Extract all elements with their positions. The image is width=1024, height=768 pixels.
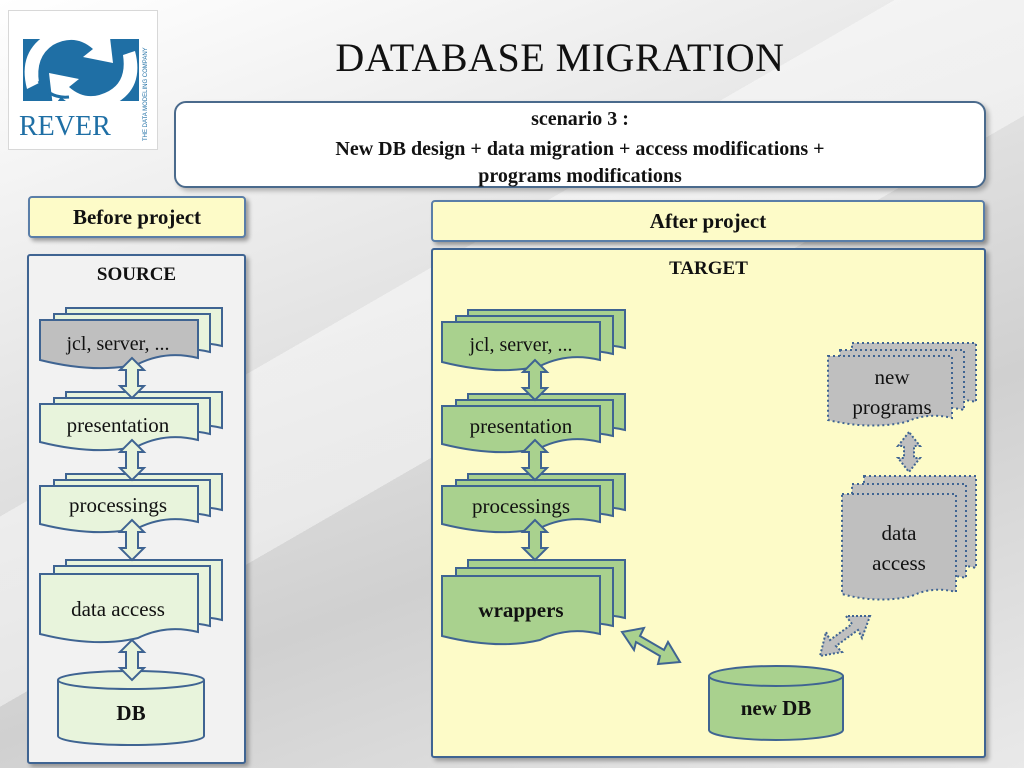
- access-db-arrow: [818, 615, 872, 658]
- scenario-line-2: New DB design + data migration + access …: [335, 138, 825, 160]
- source-doc-processings: processings: [39, 473, 223, 534]
- before-project-header: Before project: [28, 196, 246, 238]
- target-doc-presentation: presentation: [441, 393, 626, 454]
- logo-brand-text: REVER: [19, 111, 111, 142]
- new-data-access-doc: data access: [841, 475, 977, 601]
- source-layer-3-label: processings: [69, 493, 167, 517]
- source-label: SOURCE: [96, 264, 177, 285]
- page-title: DATABASE MIGRATION: [335, 35, 785, 80]
- source-db-cylinder: DB: [57, 670, 205, 746]
- target-arrows: [522, 359, 548, 561]
- new-programs-label-2: programs: [852, 395, 931, 419]
- target-doc-wrappers: wrappers: [441, 559, 626, 646]
- new-programs-doc: new programs: [827, 342, 977, 427]
- target-doc-processings: processings: [441, 473, 626, 534]
- scenario-line-3: programs modifications: [478, 165, 682, 187]
- source-doc-presentation: presentation: [39, 391, 223, 452]
- source-layer-2-label: presentation: [67, 413, 170, 437]
- after-project-header: After project: [431, 200, 985, 242]
- rever-logo: REVER THE DATA MODELING COMPANY: [8, 10, 158, 150]
- scenario-box: scenario 3 : New DB design + data migrat…: [174, 101, 986, 188]
- source-db-label: DB: [116, 701, 145, 725]
- target-layer-3-label: processings: [472, 494, 570, 518]
- target-layer-1-label: jcl, server, ...: [468, 334, 572, 356]
- data-access-label-1: data: [882, 521, 918, 545]
- logo-tagline-text: THE DATA MODELING COMPANY: [143, 47, 149, 141]
- target-layer-2-label: presentation: [470, 414, 573, 438]
- source-layer-4-label: data access: [71, 597, 165, 621]
- new-programs-label-1: new: [875, 365, 911, 389]
- target-label: TARGET: [669, 258, 748, 279]
- data-access-label-2: access: [872, 551, 926, 575]
- source-doc-jcl: jcl, server, ...: [39, 307, 223, 370]
- new-db-label: new DB: [741, 696, 812, 720]
- wrappers-db-arrow: [620, 626, 682, 666]
- target-layer-4-label: wrappers: [478, 598, 563, 622]
- scenario-line-1: scenario 3 :: [531, 108, 629, 130]
- target-doc-jcl: jcl, server, ...: [441, 309, 626, 372]
- programs-access-arrow: [895, 430, 923, 474]
- source-doc-data-access: data access: [39, 559, 223, 644]
- source-layer-1-label: jcl, server, ...: [65, 333, 169, 355]
- circular-arrows-icon: REVER THE DATA MODELING COMPANY: [19, 27, 149, 142]
- target-new-db-cylinder: new DB: [708, 665, 844, 741]
